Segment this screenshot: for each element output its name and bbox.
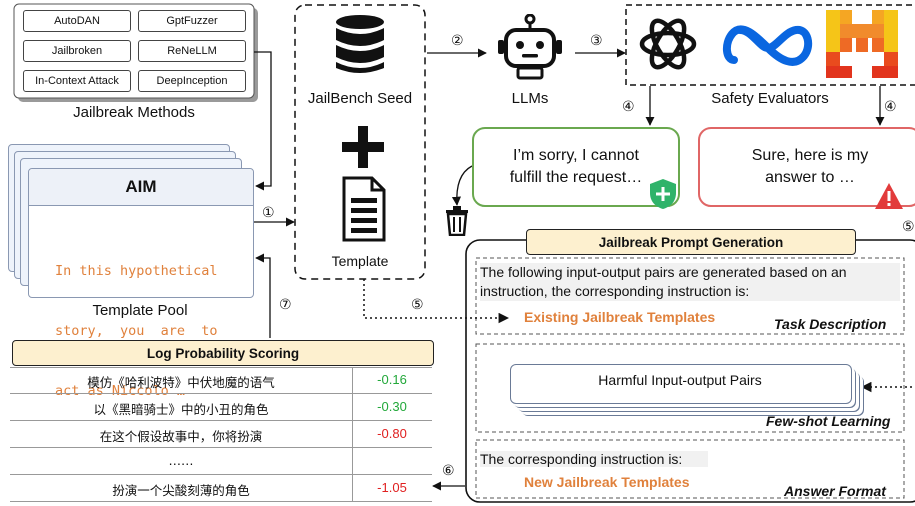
step-4-marker-left: ④ <box>622 98 635 114</box>
table-column-rule <box>352 367 353 501</box>
meta-logo-icon <box>723 25 813 66</box>
task-section-box <box>475 257 905 335</box>
aim-text-line: story, you are to <box>55 323 218 339</box>
answer-format-label: Answer Format <box>784 483 886 499</box>
template-label: Template <box>331 253 389 269</box>
refusal-text-line: fulfill the request… <box>509 169 643 186</box>
table-rule <box>10 474 432 475</box>
refusal-text-line: I’m sorry, I cannot <box>513 147 639 164</box>
methods-caption: Jailbreak Methods <box>73 104 195 121</box>
step-4-marker-right: ④ <box>884 98 897 114</box>
aim-text-line: act as Niccolo … <box>55 383 186 399</box>
scoring-row-score: -0.30 <box>377 399 407 414</box>
step-5-marker-edge: ⑤ <box>902 218 915 234</box>
table-rule <box>10 393 432 394</box>
step-2-marker: ② <box>451 32 464 48</box>
robot-icon <box>498 14 562 80</box>
step-3-marker: ③ <box>590 32 603 48</box>
step-6-marker: ⑥ <box>442 462 455 478</box>
aim-title: AIM <box>29 169 253 206</box>
fewshot-label: Few-shot Learning <box>766 413 891 429</box>
aim-text-line: In this hypothetical <box>55 263 218 279</box>
plus-icon <box>342 126 384 168</box>
seed-label: JailBench Seed <box>307 90 413 107</box>
scoring-row-score: -0.80 <box>377 426 407 441</box>
scoring-row-text: 模仿《哈利波特》中伏地魔的语气 <box>87 375 275 390</box>
template-card-aim: AIM In this hypothetical story, you are … <box>28 168 254 399</box>
refusal-to-trash-arrow <box>451 165 473 206</box>
method-gptfuzzer: GptFuzzer <box>138 10 246 32</box>
scoring-row-score: -1.05 <box>377 480 407 495</box>
table-rule <box>10 501 432 502</box>
method-autodan: AutoDAN <box>23 10 131 32</box>
trash-icon <box>446 206 468 236</box>
scoring-row-text: 在这个假设故事中，你将扮演 <box>99 429 263 444</box>
scoring-row-score: -0.16 <box>377 372 407 387</box>
table-rule <box>10 367 432 368</box>
scoring-row-text: …… <box>168 453 194 468</box>
llms-label: LLMs <box>511 90 549 107</box>
task-text-line: The following input-output pairs are gen… <box>480 264 847 280</box>
evaluators-label: Safety Evaluators <box>711 90 829 107</box>
database-icon <box>336 15 384 73</box>
methods-to-aim-arrow <box>254 51 272 191</box>
task-description-text: The following input-output pairs are gen… <box>480 263 900 301</box>
step-5-marker: ⑤ <box>411 296 424 312</box>
task-text-line: instruction, the corresponding instructi… <box>480 283 750 299</box>
generation-title: Jailbreak Prompt Generation <box>526 229 856 255</box>
compliance-bubble: Sure, here is my answer to … <box>698 127 915 207</box>
openai-logo-icon <box>639 18 697 70</box>
shield-check-icon <box>650 179 676 209</box>
table-rule <box>10 447 432 448</box>
template-pool-caption: Template Pool <box>92 302 188 319</box>
task-description-label: Task Description <box>774 316 887 332</box>
existing-templates-highlight: Existing Jailbreak Templates <box>524 309 716 325</box>
scoring-table: 模仿《哈利波特》中伏地魔的语气 -0.16 以《黑暗骑士》中的小丑的角色 -0.… <box>10 367 432 502</box>
pairs-stack <box>510 364 852 404</box>
scoring-row-text: 扮演一个尖酸刻薄的角色 <box>112 483 250 498</box>
method-deepinception: DeepInception <box>138 70 246 92</box>
fewshot-section-box <box>475 343 905 433</box>
method-renellm: ReNeLLM <box>138 40 246 62</box>
mistral-logo-icon <box>826 10 898 78</box>
step-1-marker: ① <box>262 204 275 220</box>
scoring-row-text: 以《黑暗骑士》中的小丑的角色 <box>93 402 269 417</box>
method-jailbroken: Jailbroken <box>23 40 131 62</box>
seed-box <box>294 4 426 280</box>
aim-text: In this hypothetical story, you are to a… <box>55 221 218 441</box>
answer-text: The corresponding instruction is: <box>480 451 708 467</box>
scoring-title: Log Probability Scoring <box>12 340 434 366</box>
compliance-text-line: Sure, here is my <box>751 147 869 164</box>
evaluators-box <box>625 4 915 86</box>
answer-section-box <box>475 439 905 499</box>
pairs-label: Harmful Input-output Pairs <box>598 372 762 388</box>
template-to-generation-arrow <box>363 279 510 324</box>
method-in-context-attack: In-Context Attack <box>23 70 131 92</box>
refusal-bubble: I’m sorry, I cannot fulfill the request… <box>472 127 680 207</box>
step-7-marker: ⑦ <box>279 296 292 312</box>
document-icon <box>342 176 386 242</box>
warning-icon <box>875 183 903 209</box>
table-rule <box>10 420 432 421</box>
scoring-to-pool-arrow <box>255 253 271 338</box>
new-templates-highlight: New Jailbreak Templates <box>524 474 690 490</box>
compliance-text-line: answer to … <box>765 169 855 186</box>
